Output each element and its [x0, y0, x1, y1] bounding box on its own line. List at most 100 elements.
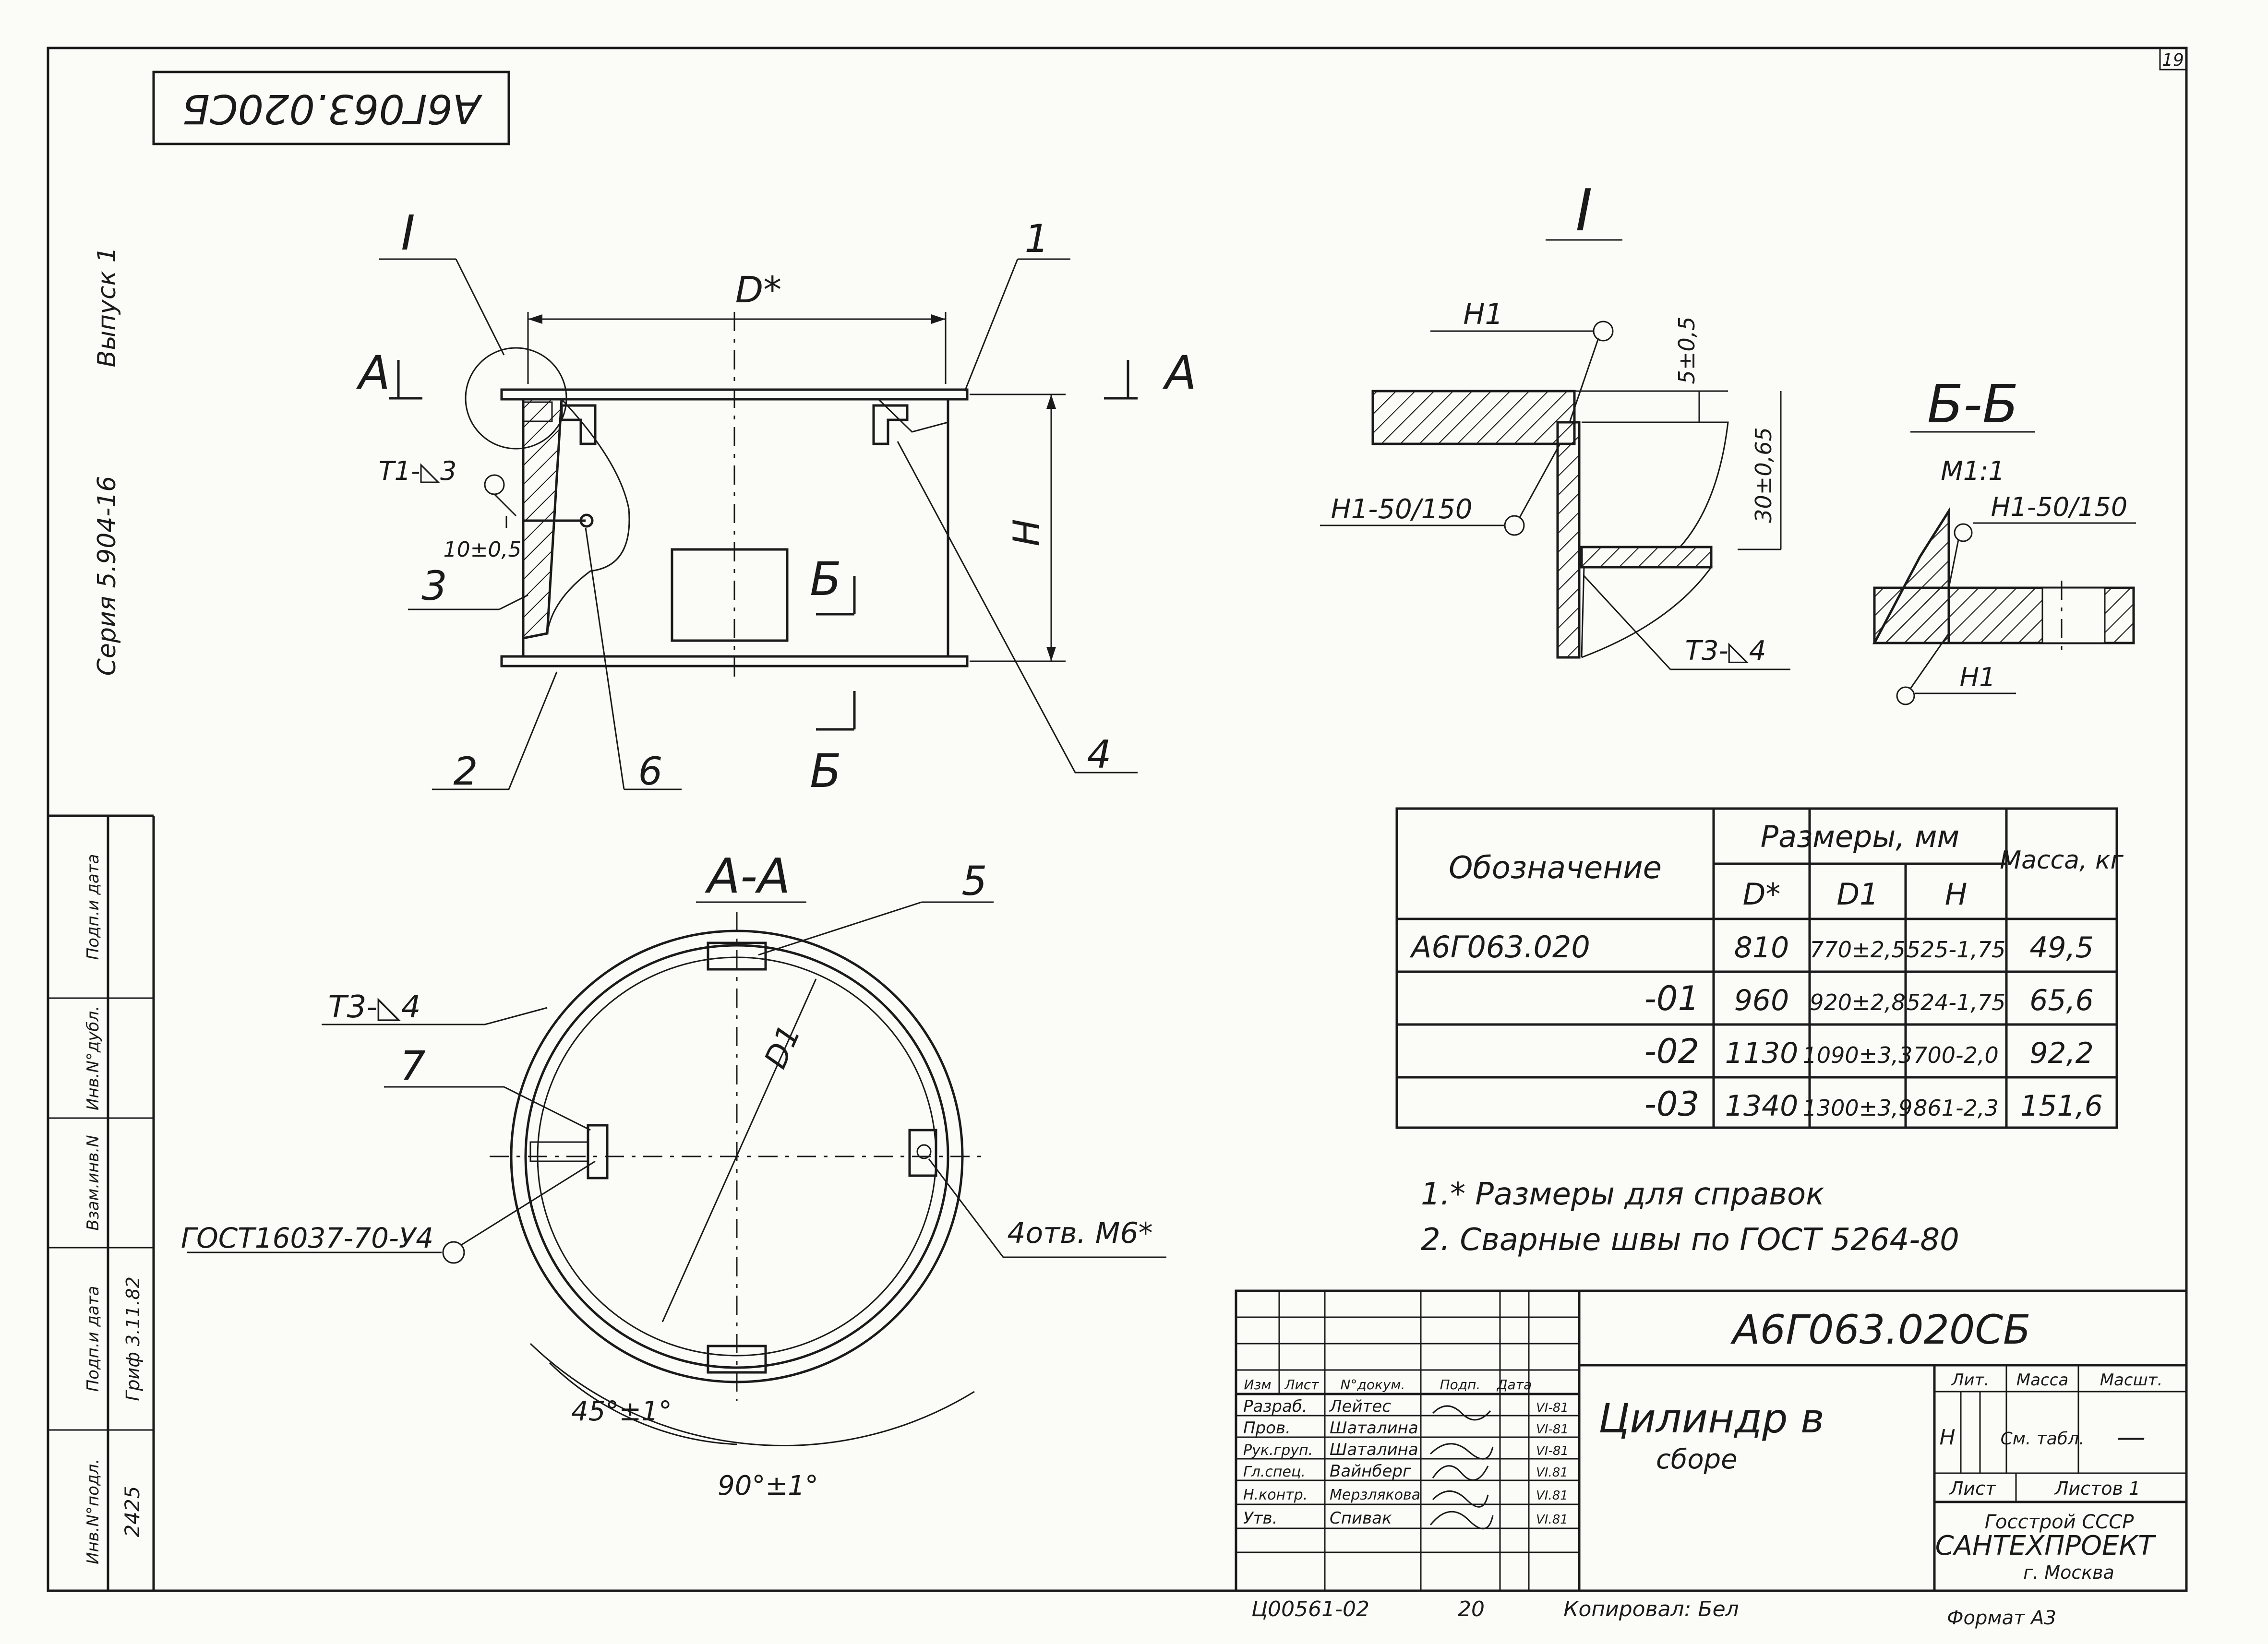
tb-org2: САНТЕХПРОЕКТ: [1935, 1530, 2157, 1561]
staff-row: Разраб. Лейтес VI-81: [1243, 1397, 1569, 1416]
staff-role: Гл.спец.: [1243, 1464, 1306, 1480]
table-row: -01 960 920±2,8 524-1,75 65,6: [1644, 979, 2094, 1018]
signature-mark: [1432, 1465, 1489, 1481]
footer-format: Формат А3: [1947, 1607, 2056, 1629]
pos-4: 4: [1087, 732, 1112, 777]
dim-d1-label: D1: [758, 1020, 808, 1073]
stamp-code-box: А6Г063.020СБ: [152, 71, 510, 145]
section-bb: Б-Б М1:1 Н1-50/150 Н1: [1872, 373, 2136, 705]
row-d1: 1090±3,3: [1803, 1042, 1913, 1068]
staff-row: Гл.спец. Вайнберг VI.81: [1243, 1462, 1568, 1481]
table-row: -02 1130 1090±3,3 700-2,0 92,2: [1644, 1032, 2094, 1071]
seriya-label: Серия 5.904-16: [93, 476, 121, 676]
note-2: 2. Сварные швы по ГОСТ 5264-80: [1421, 1222, 1959, 1258]
table-row: А6Г063.020 810 770±2,5 525-1,75 49,5: [1409, 929, 2094, 965]
pos-6: 6: [638, 749, 663, 794]
row-mass: 49,5: [2029, 931, 2094, 965]
tb-sheets-label: Листов 1: [2054, 1478, 2140, 1499]
tb-name-line1: Цилиндр в: [1598, 1395, 1824, 1442]
staff-name: Вайнберг: [1330, 1462, 1412, 1481]
notes: 1.* Размеры для справок 2. Сварные швы п…: [1421, 1177, 1959, 1258]
side-signature: Гриф 3.11.82: [122, 1276, 144, 1401]
row-d1: 770±2,5: [1810, 937, 1906, 963]
staff-date: VI-81: [1536, 1444, 1569, 1458]
staff-name: Лейтес: [1329, 1397, 1391, 1416]
dim-h-label: H: [1005, 519, 1048, 546]
detail-h1-label: Н1: [1463, 298, 1503, 331]
angle-90-label: 90°±1°: [718, 1470, 818, 1501]
section-a-right: А: [1162, 346, 1197, 400]
section-b-upper: Б: [810, 552, 841, 606]
pos-1: 1: [1025, 216, 1049, 261]
tb-head-doc: N°докум.: [1341, 1377, 1405, 1393]
tb-head-izm: Изм: [1244, 1377, 1272, 1393]
tb-mass-value: См. табл.: [2001, 1429, 2085, 1449]
section-bb-scale: М1:1: [1941, 456, 2005, 486]
dim-30-label: 30±0,65: [1751, 427, 1776, 523]
col-designation: Обозначение: [1449, 850, 1662, 886]
main-view: D* H I А А Б Б Т1-◺3 10±0,5 3 1 2: [356, 205, 1197, 798]
row-mass: 65,6: [2029, 984, 2094, 1017]
sheet-number: 19: [2162, 50, 2184, 70]
detail-i-title: I: [1575, 178, 1592, 244]
pos-5: 5: [961, 858, 987, 905]
row-designation: -01: [1644, 979, 1699, 1018]
staff-date: VI.81: [1536, 1489, 1568, 1503]
row-h: 861-2,3: [1913, 1095, 1999, 1121]
row-d1: 1300±3,9: [1803, 1095, 1913, 1121]
row-mass: 92,2: [2029, 1036, 2094, 1070]
side-header-2: Взам.инв.N: [84, 1135, 103, 1230]
section-b-lower: Б: [810, 744, 841, 798]
staff-name: Шаталина: [1330, 1418, 1418, 1438]
pos-3: 3: [421, 562, 447, 609]
dim-5-label: 5±0,5: [1674, 317, 1700, 384]
col-sizes: Размеры, мм: [1761, 819, 1960, 854]
staff-row: Рук.груп. Шаталина VI-81: [1243, 1440, 1569, 1459]
footer-num: 20: [1458, 1597, 1485, 1621]
tb-head-sign: Подп.: [1440, 1377, 1481, 1393]
side-strip: Выпуск 1 Серия 5.904-16 Инв.N°подл. Подп…: [48, 247, 155, 1591]
inv-number: 2425: [120, 1486, 144, 1537]
tb-lit-label: Лит.: [1951, 1370, 1989, 1390]
row-d1: 920±2,8: [1810, 989, 1906, 1015]
dim-10-label: 10±0,5: [444, 537, 522, 562]
dim-d-label: D*: [735, 268, 782, 311]
staff-name: Шаталина: [1330, 1440, 1418, 1459]
section-bb-title: Б-Б: [1927, 373, 2019, 435]
section-a-left: А: [356, 346, 390, 400]
row-d: 960: [1734, 984, 1789, 1017]
tb-code: А6Г063.020СБ: [1730, 1306, 2030, 1353]
vypusk-label: Выпуск 1: [93, 247, 121, 367]
pos-2: 2: [454, 749, 478, 794]
title-block: Изм Лист N°докум. Подп. Дата Разраб. Лей…: [1235, 1289, 2188, 1592]
side-header-4: Подп.и дата: [84, 854, 103, 960]
staff-row: Утв. Спивак VI.81: [1243, 1509, 1568, 1528]
weld-t1-label: Т1-◺3: [379, 456, 457, 486]
subcol-h: H: [1945, 877, 1968, 912]
col-mass: Масса, кг: [2000, 846, 2124, 875]
gost-weld-label: ГОСТ16037-70-У4: [181, 1222, 433, 1254]
signature-mark: [1429, 1443, 1494, 1460]
row-h: 700-2,0: [1913, 1042, 1999, 1068]
row-mass: 151,6: [2020, 1089, 2103, 1123]
view-ref-i: I: [401, 205, 415, 261]
tb-scale-value: —: [2117, 1420, 2146, 1454]
staff-role: Разраб.: [1243, 1397, 1308, 1416]
side-header-1: Подп.и дата: [84, 1286, 103, 1392]
row-h: 524-1,75: [1907, 989, 2006, 1015]
subcol-d: D*: [1743, 877, 1781, 912]
footer-copied: Копировал: Бел: [1563, 1597, 1739, 1621]
tb-lit-value: Н: [1939, 1425, 1955, 1450]
tb-sheet-label: Лист: [1949, 1478, 1997, 1499]
table-row: -03 1340 1300±3,9 861-2,3 151,6: [1644, 1084, 2103, 1124]
side-header-0: Инв.N°подл.: [84, 1459, 103, 1564]
row-d: 1340: [1725, 1089, 1799, 1123]
staff-name: Мерзлякова: [1330, 1487, 1420, 1503]
row-designation: -03: [1644, 1084, 1699, 1124]
staff-role: Рук.груп.: [1243, 1442, 1313, 1459]
row-designation: -02: [1644, 1032, 1699, 1071]
tb-org3: г. Москва: [2023, 1562, 2114, 1583]
row-d: 1130: [1725, 1036, 1799, 1070]
signature-mark: [1429, 1511, 1494, 1530]
